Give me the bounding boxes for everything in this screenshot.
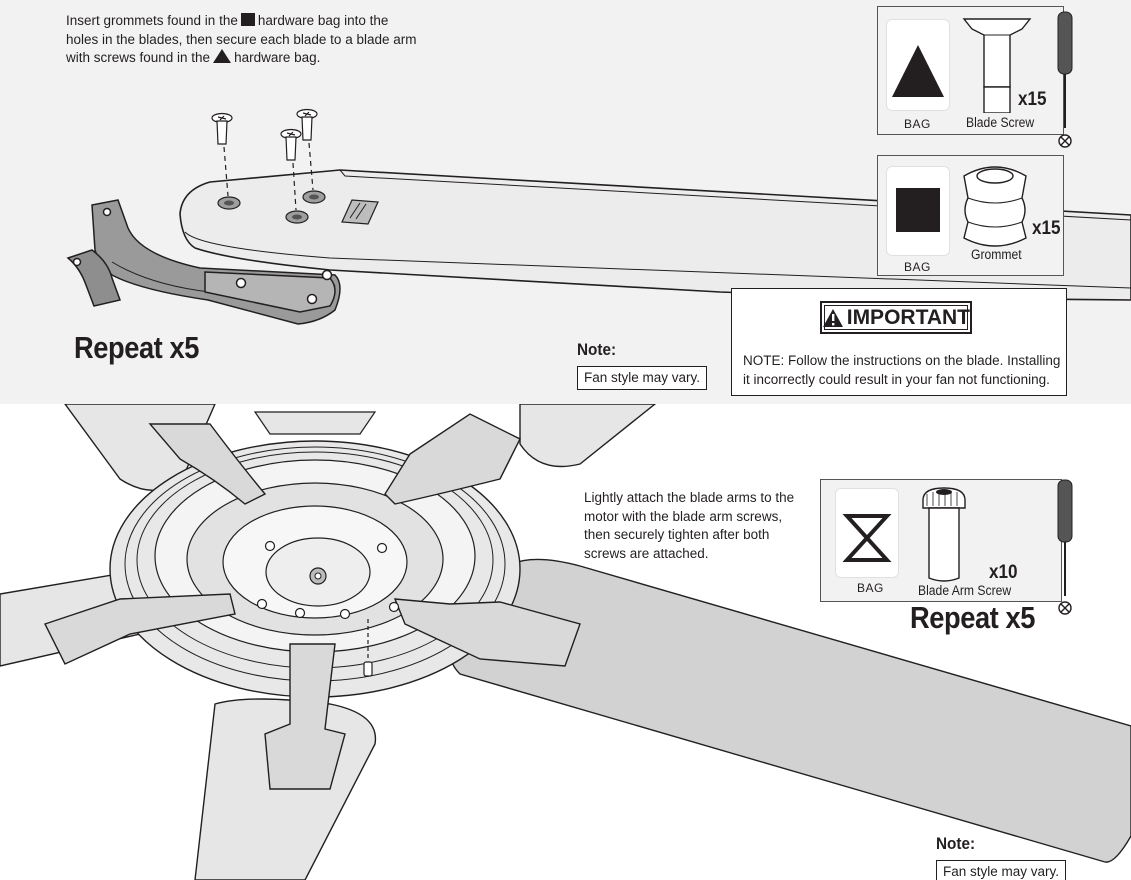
step-attach-arms-panel: Lightly attach the blade arms to the mot… xyxy=(0,404,1131,880)
fan-blade xyxy=(519,404,657,468)
screwdriver-icon xyxy=(1057,479,1073,615)
blade-arm-screws xyxy=(256,540,400,677)
triangle-icon xyxy=(892,45,944,97)
step-instruction: Lightly attach the blade arms to the mot… xyxy=(584,490,795,561)
instruction-text: hardware bag. xyxy=(234,50,321,65)
hardware-bag xyxy=(886,166,950,256)
blade-arms xyxy=(44,413,581,790)
repeat-count: Repeat x5 xyxy=(910,600,1035,635)
hardware-quantity: x15 xyxy=(1032,218,1061,239)
blade-screws xyxy=(211,108,318,211)
step-instruction: Insert grommets found in the hardware bag… xyxy=(66,12,446,68)
hardware-blade-arm-screw-box: BAG x10 Blade Arm Screw xyxy=(820,479,1062,602)
blade-holes xyxy=(217,190,326,224)
step-attach-blades-panel: Insert grommets found in the hardware bag… xyxy=(0,0,1131,404)
instruction-text: holes in the blades, then secure each bl… xyxy=(66,31,417,47)
hardware-grommet-box: BAG x15 Grommet xyxy=(877,155,1064,276)
instruction-text: Insert grommets found in the xyxy=(66,13,238,28)
important-text: NOTE: Follow the instructions on the bla… xyxy=(743,353,1061,387)
motor-housing xyxy=(109,411,521,698)
repeat-count: Repeat x5 xyxy=(74,330,199,365)
note-box: Fan style may vary. xyxy=(577,366,708,390)
blade-arm xyxy=(66,199,341,325)
hardware-bag xyxy=(835,488,899,578)
hardware-quantity: x10 xyxy=(989,562,1018,583)
motor-assembly-illustration xyxy=(0,404,1131,880)
hourglass-icon xyxy=(842,514,892,562)
blade-label-slot xyxy=(341,199,379,225)
hardware-name: Blade Screw xyxy=(966,115,1035,130)
bag-label: BAG xyxy=(857,581,884,595)
important-badge: IMPORTANT xyxy=(820,301,972,334)
note-box: Fan style may vary. xyxy=(936,860,1067,880)
instruction-text: hardware bag into the xyxy=(257,13,389,28)
note-title: Note: xyxy=(936,834,976,853)
blade-screw-icon xyxy=(962,18,1032,113)
important-notice: IMPORTANT NOTE: Follow the instructions … xyxy=(731,288,1067,396)
screwdriver-icon xyxy=(1057,11,1073,148)
hardware-name: Grommet xyxy=(971,247,1022,262)
triangle-icon xyxy=(213,49,232,63)
hardware-name: Blade Arm Screw xyxy=(918,583,1012,598)
important-label: IMPORTANT xyxy=(846,305,970,329)
hardware-quantity: x15 xyxy=(1018,89,1047,110)
bag-label: BAG xyxy=(904,117,931,131)
hardware-bag xyxy=(886,19,950,111)
bag-label: BAG xyxy=(904,260,931,274)
hardware-blade-screw-box: BAG x15 Blade Screw xyxy=(877,6,1064,135)
blade-arm-screw-icon xyxy=(922,487,966,582)
square-icon xyxy=(896,188,940,232)
square-icon xyxy=(240,13,255,26)
grommet-icon xyxy=(963,166,1027,247)
instruction-text: with screws found in the xyxy=(66,50,211,65)
warning-icon xyxy=(823,308,843,327)
note-title: Note: xyxy=(577,340,617,359)
